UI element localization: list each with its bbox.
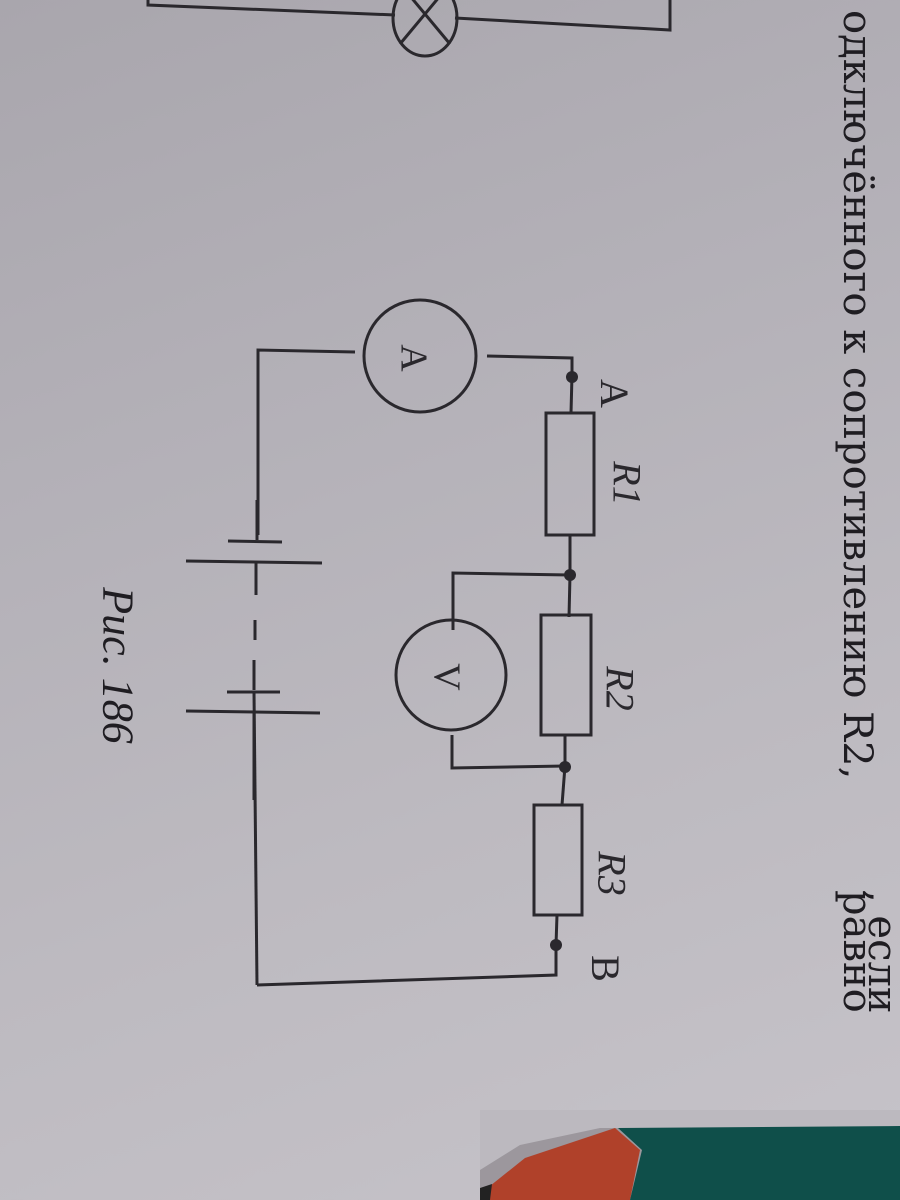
resistor-label-r2: R2 <box>597 666 643 711</box>
body-text-line: одключённого к сопротивлению R2, <box>834 10 880 780</box>
resistor-label-r1: R1 <box>604 461 650 506</box>
node-label-a: A <box>591 379 637 408</box>
node-label-b: B <box>582 955 628 982</box>
figure-caption: Рис. 186 <box>93 587 143 744</box>
resistor-label-r3: R3 <box>589 851 635 896</box>
body-text-line-top: , если <box>859 890 900 1014</box>
lamp-icon <box>391 0 459 58</box>
ammeter-symbol: A <box>392 344 435 372</box>
voltmeter-symbol: V <box>425 663 468 691</box>
pencil-object <box>480 1110 900 1200</box>
